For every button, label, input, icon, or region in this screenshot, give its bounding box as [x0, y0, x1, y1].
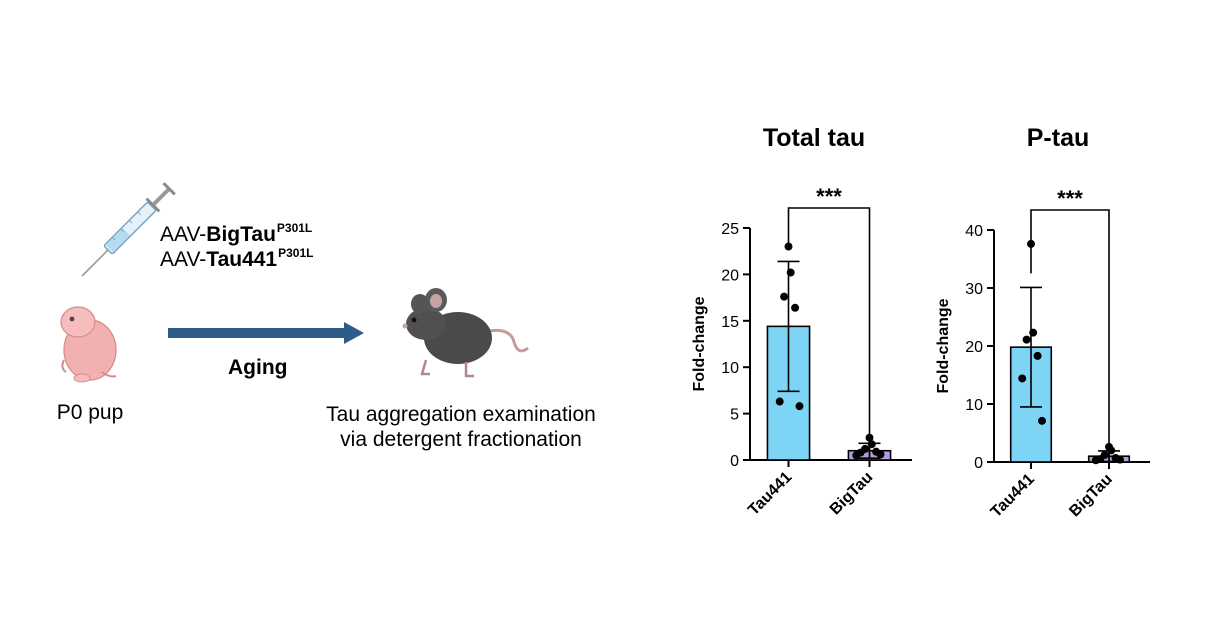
chart-title-total-tau: Total tau — [762, 124, 866, 152]
x-tick-label: BigTau — [1066, 471, 1116, 521]
y-axis-label: Fold-change — [691, 296, 708, 391]
data-point — [1033, 351, 1042, 360]
aging-label: Aging — [228, 356, 288, 379]
y-axis-label: Fold-change — [935, 298, 952, 393]
mouse-icon — [402, 288, 529, 378]
data-point — [1038, 416, 1046, 425]
data-point — [1116, 455, 1124, 464]
significance-label: *** — [1057, 186, 1083, 211]
data-point — [795, 402, 804, 411]
y-tick-label: 10 — [721, 360, 739, 377]
data-point — [1029, 328, 1038, 337]
y-tick-label: 30 — [965, 281, 983, 298]
significance-label: *** — [816, 184, 842, 209]
data-point — [780, 292, 789, 301]
vector-label-tau441: AAV-Tau441P301L — [160, 247, 313, 270]
y-tick-label: 0 — [974, 455, 983, 472]
data-point — [876, 450, 885, 459]
data-point — [1018, 374, 1027, 383]
y-tick-label: 20 — [965, 339, 983, 356]
y-tick-label: 10 — [965, 397, 983, 414]
vector-prefix: AAV- — [160, 223, 207, 246]
y-tick-label: 20 — [721, 267, 739, 284]
data-point — [1091, 456, 1100, 465]
x-tick-label: Tau441 — [988, 471, 1038, 521]
data-point — [786, 268, 795, 277]
x-tick-label: BigTau — [827, 469, 877, 519]
data-point — [791, 303, 800, 312]
x-tick-label: Tau441 — [745, 469, 795, 519]
vector-label-bigtau: AAV-BigTauP301L — [160, 222, 312, 245]
y-tick-label: 5 — [730, 407, 739, 424]
significance-bracket — [1030, 209, 1110, 460]
vector-prefix: AAV- — [160, 248, 207, 271]
y-tick-label: 40 — [965, 223, 983, 240]
outcome-line-2: via detergent fractionation — [340, 428, 582, 451]
y-tick-label: 25 — [721, 221, 739, 238]
chart-title-p-tau: P-tau — [1026, 124, 1090, 152]
syringe-icon — [81, 182, 176, 277]
y-tick-label: 15 — [721, 314, 739, 331]
outcome-label: Tau aggregation examination via detergen… — [300, 402, 622, 452]
vector-mutation: P301L — [276, 221, 313, 235]
aging-arrow — [168, 322, 364, 344]
vector-name: BigTau — [206, 223, 276, 246]
pup-label: P0 pup — [56, 401, 124, 424]
outcome-line-1: Tau aggregation examination — [326, 403, 596, 426]
data-point — [1022, 335, 1031, 344]
vector-mutation: P301L — [278, 246, 314, 260]
y-tick-label: 0 — [730, 453, 739, 470]
vector-name: Tau441 — [206, 248, 278, 271]
data-point — [775, 397, 784, 406]
data-point — [852, 451, 861, 460]
pup-icon — [60, 306, 117, 383]
significance-bracket — [787, 207, 871, 458]
